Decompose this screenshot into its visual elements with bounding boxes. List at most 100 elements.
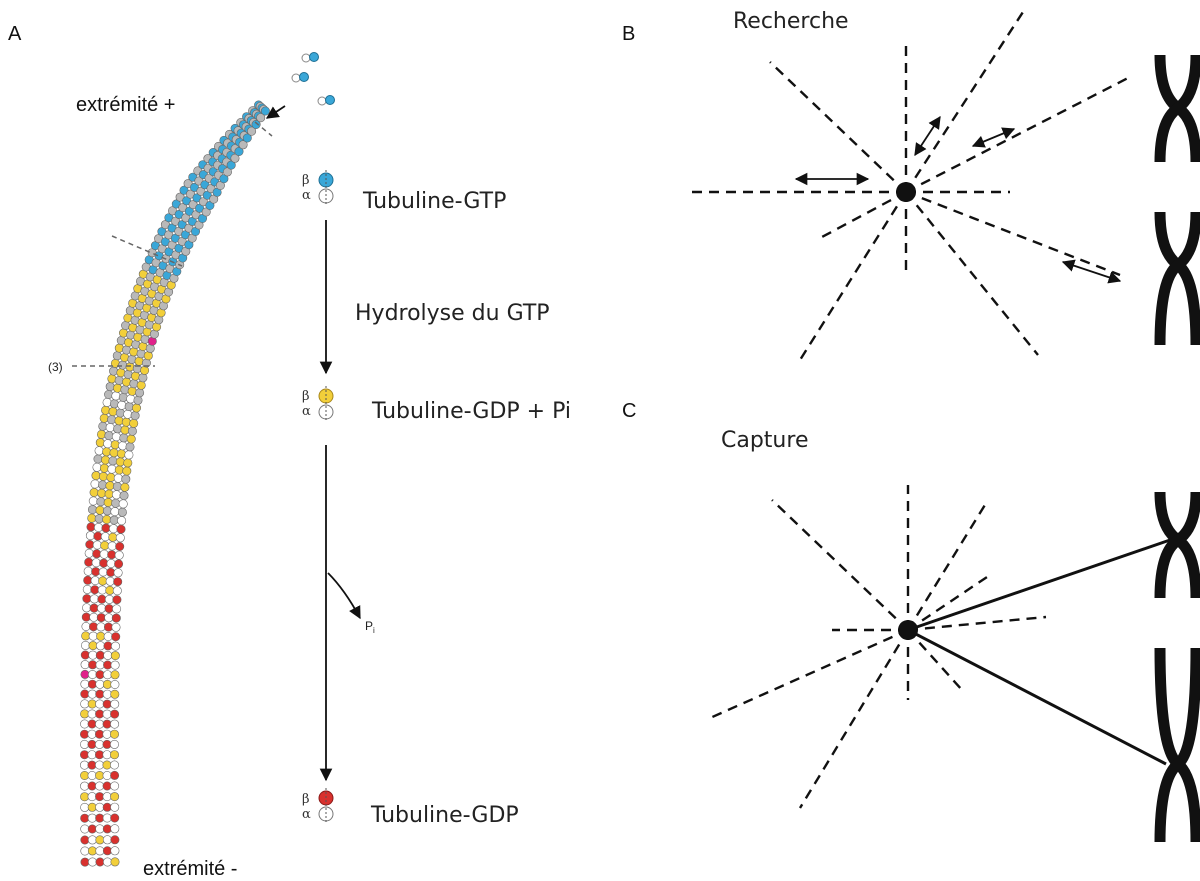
tubulin-subunit [85,539,95,549]
tubulin-subunit [96,622,106,632]
tubulin-subunit [238,140,248,150]
tubulin-subunit [116,368,126,378]
tubulin-subunit [87,781,97,791]
tubulin-subunit [81,621,91,631]
tubulin-subunit [88,650,98,660]
cut-line-2 [111,235,183,267]
tubulin-subunit [87,792,97,802]
tubulin-subunit [102,699,112,709]
tubulin-subunit [113,473,123,483]
tubulin-subunit [99,413,109,423]
beta-label-2: β [302,389,310,404]
tubulin-subunit [98,471,108,481]
tubulin-subunit [123,458,133,468]
tubulin-subunit [102,679,112,689]
beta-label-1: β [302,173,310,188]
tubulin-subunit [92,549,102,559]
tubulin-subunit [118,499,128,509]
tubulin-subunit [103,650,113,660]
tubulin-subunit [90,585,100,595]
plus-end-label: extrémité + [76,94,175,116]
tubulin-subunit [95,505,105,515]
cut-line-1 [254,121,273,137]
tubulin-subunit [101,523,111,533]
tubulin-subunit [80,679,90,689]
tubulin-subunit [80,699,90,709]
tubulin-subunit [99,549,109,559]
tubulin-subunit [112,481,122,491]
tubulin-subunit [87,679,97,689]
tubulin-subunit [251,120,261,130]
tubulin-subunit [95,770,105,780]
tubulin-subunit [136,380,146,390]
tubulin-subunit [110,857,120,867]
tubulin-subunit [88,496,98,506]
tubulin-subunit [107,464,117,474]
search-double-arrows [794,115,1122,284]
free-dimers [291,52,335,106]
tubulin-subunit [114,559,124,569]
tubulin-subunit [114,375,124,385]
tubulin-subunit [127,386,137,396]
alpha-label-1: α [302,188,311,203]
tubulin-subunit [99,463,109,473]
tubulin-subunit [109,366,119,376]
tubulin-subunit [109,448,119,458]
tubulin-subunit [89,594,99,604]
tubulin-subunit [80,650,90,660]
dimer-gdp-pi: β α [302,386,334,422]
tubulin-subunit [110,729,120,739]
beta-label-3: β [302,792,310,807]
tubulin-subunit [95,760,105,770]
tubulin-subunit [97,585,107,595]
tubulin-subunit [111,632,121,642]
tubulin-subunit [124,402,134,412]
tubulin-subunit [133,395,143,405]
tubulin-subunit [82,584,92,594]
tubulin-subunit [96,497,106,507]
tubulin-subunit [81,640,91,650]
tubulin-subunit [80,660,90,670]
tubulin-subunit [80,846,90,856]
tubulin-subunit [112,586,122,596]
tubulin-subunit [95,438,105,448]
tubulin-subunit [87,739,97,749]
tubulin-subunit [113,383,123,393]
tubulin-subunit [104,594,114,604]
tubulin-subunit [102,802,112,812]
tubulin-subunit [82,594,92,604]
tubulin-subunit [110,660,120,670]
tubulin-subunit [129,418,139,428]
tubulin-subunit [117,507,127,517]
tubulin-subunit [108,456,118,466]
tubulin-subunit [87,729,97,739]
alpha-label-2: α [302,404,311,419]
tubulin-subunit [89,622,99,632]
tubulin-subunit [103,641,113,651]
tubulin-subunit [95,719,105,729]
tubulin-subunit [98,421,108,431]
tubulin-subunit [121,417,131,427]
hydrolysis-label: Hydrolyse du GTP [355,301,550,326]
panel-b: B Recherche [622,9,1200,361]
tubulin-subunit [103,439,113,449]
tubulin-subunit [234,147,244,157]
tubulin-subunit [88,669,98,679]
tubulin-subunit [80,802,90,812]
tubulin-subunit [86,522,96,532]
tubulin-subunit [90,576,100,586]
tubulin-subunit [118,441,128,451]
tubulin-subunit [95,689,105,699]
tubulin-subunit [84,557,94,567]
tubulin-subunit [134,356,144,366]
tubulin-subunit [102,447,112,457]
tubulin-subunit [115,457,125,467]
tubulin-subunit [80,824,90,834]
dimer-gtp: β α [302,170,334,206]
tubulin-subunit [102,506,112,516]
tubulin-subunit [87,835,97,845]
tubulin-subunit [111,391,121,401]
tubulin-subunit [113,424,123,434]
tubulin-subunit [140,365,150,375]
